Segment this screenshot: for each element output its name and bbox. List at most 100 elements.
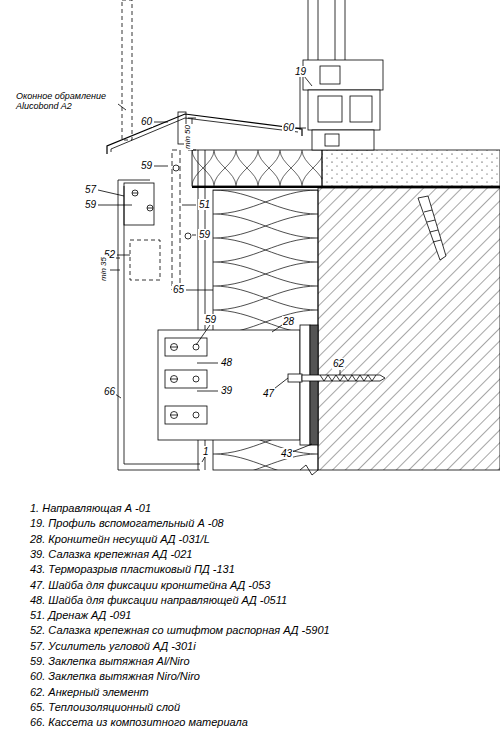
drawing-circle	[171, 376, 178, 383]
callout-number: 19	[294, 66, 307, 77]
parts-list-item: 1. Направляющая А -01	[30, 502, 151, 514]
drawing-rect	[165, 338, 207, 356]
drawing-rect	[350, 96, 372, 122]
drawing-rect	[165, 370, 207, 388]
drawing-circle	[185, 233, 191, 239]
callout-number: 60	[140, 116, 153, 127]
drawing-polyline	[107, 114, 302, 154]
callout-number: 59	[140, 160, 153, 171]
drawing-rect	[308, 90, 380, 130]
drawing-rect	[322, 150, 500, 186]
parts-list-item: 62. Анкерный элемент	[30, 686, 149, 698]
callout-number: 51	[198, 199, 211, 210]
drawing-path	[196, 325, 210, 345]
drawing-rect	[130, 240, 160, 280]
drawing-rect	[318, 188, 500, 470]
drawing-path	[197, 391, 218, 392]
drawing-line	[335, 0, 336, 60]
parts-list-item: 19. Профиль вспомогательный А -08	[30, 517, 224, 529]
callout-number: 57	[84, 184, 97, 195]
drawing-path	[320, 375, 376, 381]
callout-number: 59	[204, 314, 217, 325]
callout-number: 43	[280, 448, 293, 459]
drawing-path	[292, 444, 312, 452]
drawing-rect	[310, 325, 318, 445]
drawing-path	[117, 255, 130, 256]
drawing-path	[418, 196, 446, 260]
drawing-line	[170, 415, 178, 416]
parts-list-item: 65. Теплоизоляционный слой	[30, 701, 180, 713]
drawing-rect	[325, 134, 339, 146]
callout-number: 47	[262, 388, 275, 399]
drawing-rect	[288, 374, 302, 382]
drawing-rect	[165, 406, 207, 424]
drawing-rect	[320, 66, 340, 84]
dimension-text: min 35	[100, 256, 109, 282]
parts-list-item: 48. Шайба для фиксации направляющей АД -…	[30, 594, 287, 606]
parts-list-item: 59. Заклепка вытяжная Al/Niro	[30, 655, 190, 667]
drawing-path	[304, 76, 312, 86]
drawing-circle	[132, 190, 138, 196]
drawing-line	[192, 186, 500, 188]
drawing-path	[424, 210, 441, 242]
callout-number: 28	[282, 316, 295, 327]
drawing-line	[170, 347, 178, 348]
drawing-path	[182, 205, 196, 206]
drawing-circle	[193, 412, 199, 418]
drawing-rect	[172, 150, 180, 290]
drawing-circle	[173, 165, 179, 171]
parts-list-item: 52. Салазка крепежная со штифтом распорн…	[30, 624, 330, 636]
drawing-path	[302, 375, 385, 381]
parts-list-item: 57. Усилитель угловой АД -301i	[30, 640, 196, 652]
drawing-rect	[124, 183, 154, 225]
drawing-line	[170, 379, 178, 380]
drawing-rect	[192, 150, 322, 186]
parts-list-item: 47. Шайба для фиксации кронштейна АД -05…	[30, 579, 270, 591]
drawing-path	[154, 122, 168, 123]
parts-list-item: 60. Заклепка вытяжная Niro/Niro	[30, 670, 200, 682]
drawing-path	[296, 128, 306, 129]
dimension-text: min 50	[184, 124, 193, 150]
drawing-line	[147, 208, 153, 209]
drawing-circle	[171, 344, 178, 351]
drawing-line	[132, 193, 138, 194]
drawing-rect	[122, 0, 132, 140]
drawing-rect	[318, 96, 342, 122]
drawing-path	[118, 104, 126, 110]
note-text: Оконное обрамление Alucobond A2	[16, 92, 116, 112]
callout-number: 39	[220, 385, 233, 396]
drawing-circle	[193, 376, 199, 382]
callout-number: 59	[84, 199, 97, 210]
callout-number: 60	[282, 122, 295, 133]
drawing-path	[186, 290, 213, 291]
drawing-circle	[147, 205, 153, 211]
parts-list-item: 43. Терморазрыв пластиковый ПД -131	[30, 563, 235, 575]
drawing-rect	[300, 325, 310, 445]
parts-list-item: 66. Кассета из композитного материала	[30, 716, 248, 728]
callout-number: 48	[220, 357, 233, 368]
callout-number: 66	[103, 386, 116, 397]
drawing-rect	[312, 130, 374, 150]
drawing-path	[192, 235, 196, 236]
drawing-g	[98, 0, 500, 475]
drawing-line	[345, 0, 346, 60]
callout-number: 59	[198, 229, 211, 240]
drawing-circle	[171, 412, 178, 419]
callout-number: 62	[332, 358, 345, 369]
drawing-line	[300, 75, 301, 130]
drawing-rect	[303, 60, 383, 90]
drawing-path	[272, 325, 282, 332]
drawing-path	[300, 465, 318, 475]
callout-number: 65	[172, 284, 185, 295]
drawing-path	[340, 370, 341, 375]
drawing-path	[98, 205, 132, 206]
parts-list-item: 39. Салазка крепежная АД -021	[30, 548, 192, 560]
drawing-path	[98, 190, 124, 196]
drawing-path	[197, 363, 218, 364]
parts-list-item: 28. Кронштейн несущий АД -031/L	[30, 533, 210, 545]
drawing-rect	[158, 330, 300, 440]
drawing-path	[154, 166, 168, 167]
parts-list-item: 51. Дренаж АД -091	[30, 609, 131, 621]
callout-number: 1	[202, 446, 210, 457]
